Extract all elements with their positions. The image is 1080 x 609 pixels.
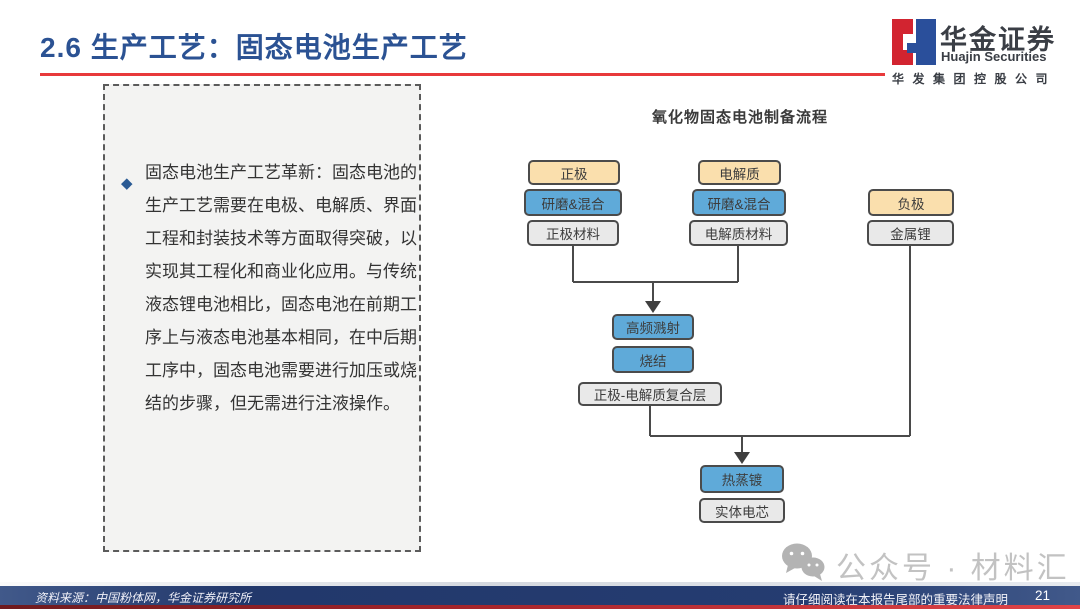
flowchart-title: 氧化物固态电池制备流程 [651,109,828,126]
node-cathode-grind-mix: 研磨&混合 [524,189,622,216]
footer-divider [0,582,1080,586]
node-electrolyte: 电解质 [698,160,781,185]
node-solid-cell: 实体电芯 [699,498,785,523]
watermark: 公众号 · 材料汇 [780,542,1070,587]
wechat-icon [780,542,826,587]
footer-bar [0,586,1080,605]
page-title: 2.6 生产工艺：固态电池生产工艺 [40,32,468,63]
footer-page-number: 21 [1034,588,1050,603]
watermark-text: 公众号 · 材料汇 [836,551,1070,585]
footer-disclaimer: 请仔细阅读在本报告尾部的重要法律声明 [782,593,1008,607]
logo-name-cn: 华金证券 [940,25,1056,55]
summary-paragraph: 固态电池生产工艺革新：固态电池的生产工艺需要在电极、电解质、界面工程和封装技术等… [145,163,417,413]
node-anode: 负极 [868,189,954,216]
node-cathode: 正极 [528,160,620,185]
summary-panel: ◆ 固态电池生产工艺革新：固态电池的生产工艺需要在电极、电解质、界面工程和封装技… [103,84,421,552]
node-lithium-metal: 金属锂 [867,220,954,246]
node-cathode-material: 正极材料 [527,220,619,246]
title-underline [40,73,885,76]
node-cathode-electrolyte-composite: 正极-电解质复合层 [578,382,722,406]
node-electrolyte-grind-mix: 研磨&混合 [692,189,786,216]
node-sintering: 烧结 [612,346,694,373]
node-electrolyte-material: 电解质材料 [689,220,788,246]
logo-subtitle: 华发集团控股公司 [892,72,1057,86]
node-thermal-evaporation: 热蒸镀 [700,465,784,493]
diamond-bullet-icon: ◆ [121,175,133,192]
node-hf-sputtering: 高频溅射 [612,314,694,340]
footer-red-line [0,605,1080,609]
logo-name-en: Huajin Securities [941,49,1047,64]
footer-source: 资料来源：中国粉体网，华金证券研究所 [35,591,252,605]
huajin-logo-icon [892,19,936,70]
huajin-logo: 华金证券 Huajin Securities 华发集团控股公司 [888,16,1066,86]
